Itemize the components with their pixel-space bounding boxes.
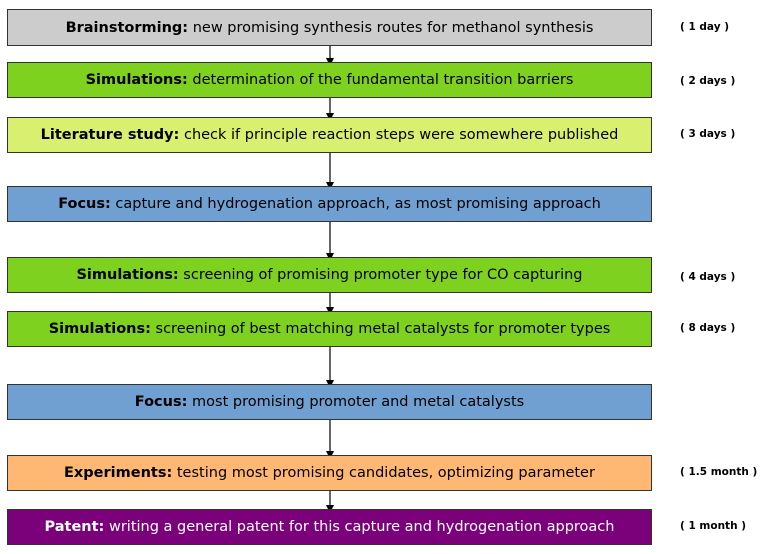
step-experiments: Experiments: testing most promising cand… (7, 455, 652, 491)
step-text: most promising promoter and metal cataly… (187, 394, 525, 410)
step-label: Simulations: (76, 267, 179, 283)
step-focus-approach: Focus: capture and hydrogenation approac… (7, 186, 652, 222)
duration-3: ( 3 days ) (680, 128, 736, 140)
step-focus-promoter: Focus: most promising promoter and metal… (7, 384, 652, 420)
step-text: new promising synthesis routes for metha… (188, 19, 594, 36)
duration-8: ( 1.5 month ) (680, 466, 758, 478)
step-label: Simulations: (48, 321, 151, 337)
step-label: Focus: (58, 196, 111, 212)
step-simulations-catalysts: Simulations: screening of best matching … (7, 311, 652, 347)
step-text: writing a general patent for this captur… (104, 519, 615, 535)
step-text: screening of best matching metal catalys… (150, 321, 611, 337)
step-label: Focus: (134, 394, 188, 410)
step-label: Simulations: (85, 72, 188, 88)
step-label: Patent: (44, 519, 105, 535)
step-label: Literature study: (40, 127, 180, 143)
step-patent: Patent: writing a general patent for thi… (7, 509, 652, 545)
step-label: Experiments: (64, 465, 173, 481)
step-text: capture and hydrogenation approach, as m… (110, 196, 601, 212)
step-text: testing most promising candidates, optim… (172, 465, 595, 481)
step-simulations-promoter: Simulations: screening of promising prom… (7, 257, 652, 293)
step-simulations-barriers: Simulations: determination of the fundam… (7, 62, 652, 98)
step-text: check if principle reaction steps were s… (179, 127, 619, 143)
step-brainstorming: Brainstorming: new promising synthesis r… (7, 9, 652, 46)
step-literature-study: Literature study: check if principle rea… (7, 117, 652, 153)
duration-2: ( 2 days ) (680, 75, 736, 87)
duration-1: ( 1 day ) (680, 21, 729, 33)
step-text: screening of promising promoter type for… (178, 267, 583, 283)
duration-6: ( 8 days ) (680, 322, 736, 334)
step-label: Brainstorming: (65, 19, 189, 36)
duration-9: ( 1 month ) (680, 520, 746, 532)
duration-5: ( 4 days ) (680, 271, 736, 283)
step-text: determination of the fundamental transit… (187, 72, 574, 88)
